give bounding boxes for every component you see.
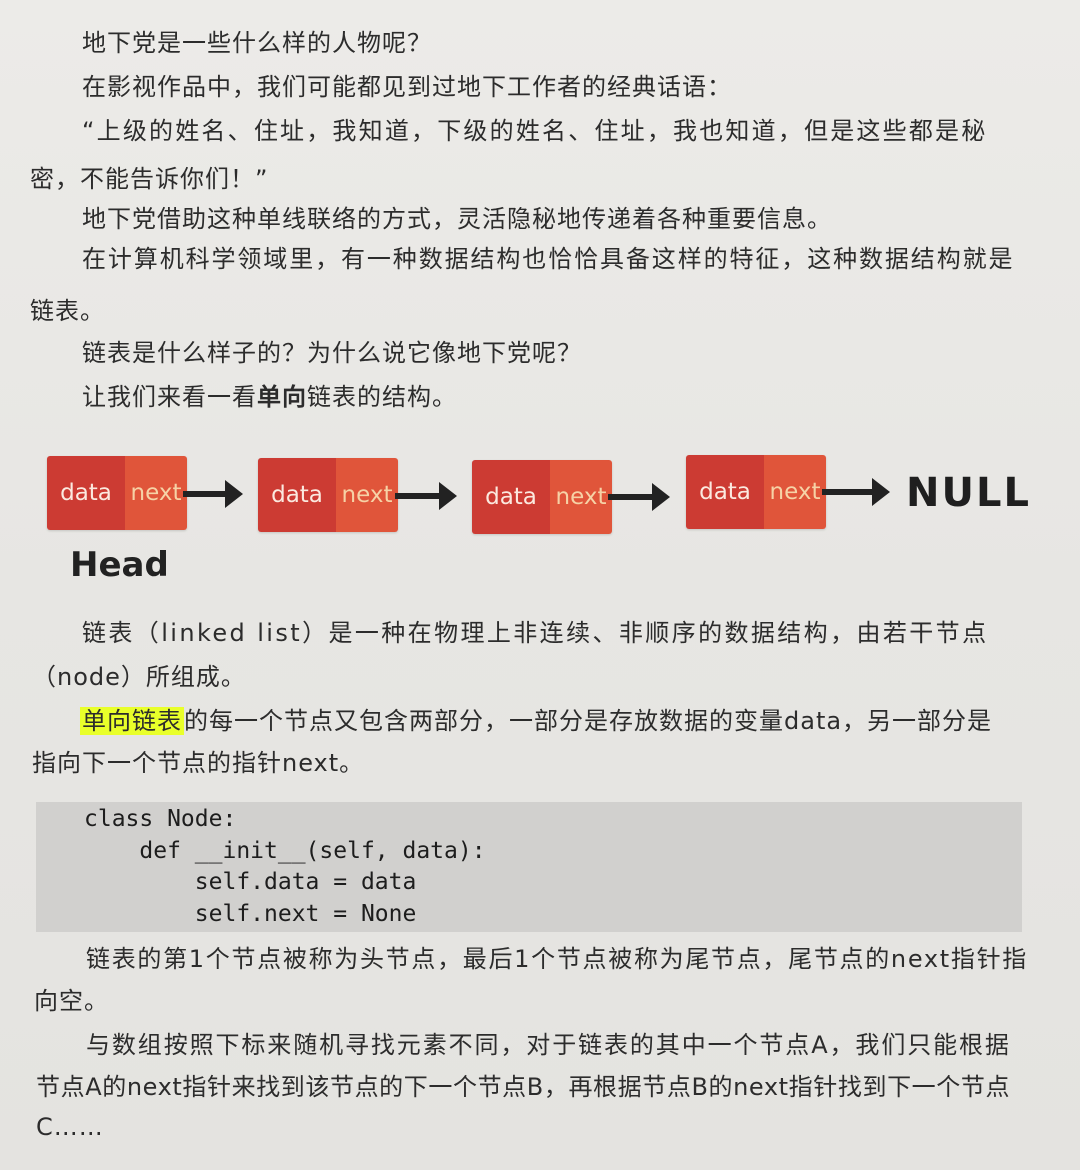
paragraph-line: 与数组按照下标来随机寻找元素不同，对于链表的其中一个节点A，我们只能根据 — [86, 1031, 1011, 1059]
text-fragment: 的每一个节点又包含两部分，一部分是存放数据的变量data，另一部分是 — [184, 707, 993, 735]
node-next-cell: next — [764, 455, 826, 529]
text-fragment: 链表的结构。 — [307, 383, 457, 411]
arrow-icon — [822, 478, 890, 506]
node-data-cell: data — [47, 456, 125, 530]
paragraph-line: 链表（linked list）是一种在物理上非连续、非顺序的数据结构，由若干节点 — [82, 619, 989, 647]
highlighted-term: 单向链表 — [80, 707, 184, 735]
paragraph-line: 链表是什么样子的？为什么说它像地下党呢？ — [82, 339, 582, 367]
paragraph-line: 链表。 — [30, 297, 105, 325]
paragraph-line: 单向链表的每一个节点又包含两部分，一部分是存放数据的变量data，另一部分是 — [80, 706, 992, 736]
arrow-icon — [183, 480, 243, 508]
list-node: data next — [472, 460, 612, 534]
paragraph-question-line: 地下党是一些什么样的人物呢？ — [82, 29, 432, 57]
paragraph-line: 在计算机科学领域里，有一种数据结构也恰恰具备这样的特征，这种数据结构就是 — [82, 245, 1015, 273]
paragraph-line: 在影视作品中，我们可能都见到过地下工作者的经典话语： — [82, 73, 732, 101]
paragraph-line: 向空。 — [34, 987, 109, 1015]
list-node: data next — [686, 455, 826, 529]
paragraph-line: 节点A的next指针来找到该节点的下一个节点B，再根据节点B的next指针找到下… — [36, 1073, 1011, 1101]
text-fragment: 让我们来看一看 — [82, 383, 257, 411]
node-next-cell: next — [336, 458, 398, 532]
null-label: NULL — [906, 470, 1031, 516]
bold-term: 单向 — [257, 383, 307, 411]
code-block: class Node: def __init__(self, data): se… — [36, 802, 1022, 932]
node-next-cell: next — [125, 456, 187, 530]
paragraph-quote-line: “上级的姓名、住址，我知道，下级的姓名、住址，我也知道，但是这些都是秘 — [82, 117, 988, 145]
list-node: data next — [47, 456, 187, 530]
arrow-icon — [608, 483, 670, 511]
paragraph-quote-end: 密，不能告诉你们！” — [30, 165, 269, 193]
code-text: class Node: def __init__(self, data): se… — [84, 806, 486, 927]
head-label: Head — [70, 545, 169, 585]
paragraph-line: C…… — [36, 1113, 104, 1141]
node-data-cell: data — [258, 458, 336, 532]
paragraph-line: 指向下一个节点的指针next。 — [32, 749, 365, 777]
node-next-cell: next — [550, 460, 612, 534]
node-data-cell: data — [686, 455, 764, 529]
node-data-cell: data — [472, 460, 550, 534]
paragraph-line: （node）所组成。 — [32, 663, 246, 691]
arrow-icon — [395, 482, 457, 510]
paragraph-line: 让我们来看一看单向链表的结构。 — [82, 382, 457, 412]
paragraph-line: 链表的第1个节点被称为头节点，最后1个节点被称为尾节点，尾节点的next指针指 — [86, 945, 1029, 973]
paragraph-line: 地下党借助这种单线联络的方式，灵活隐秘地传递着各种重要信息。 — [82, 205, 832, 233]
list-node: data next — [258, 458, 398, 532]
